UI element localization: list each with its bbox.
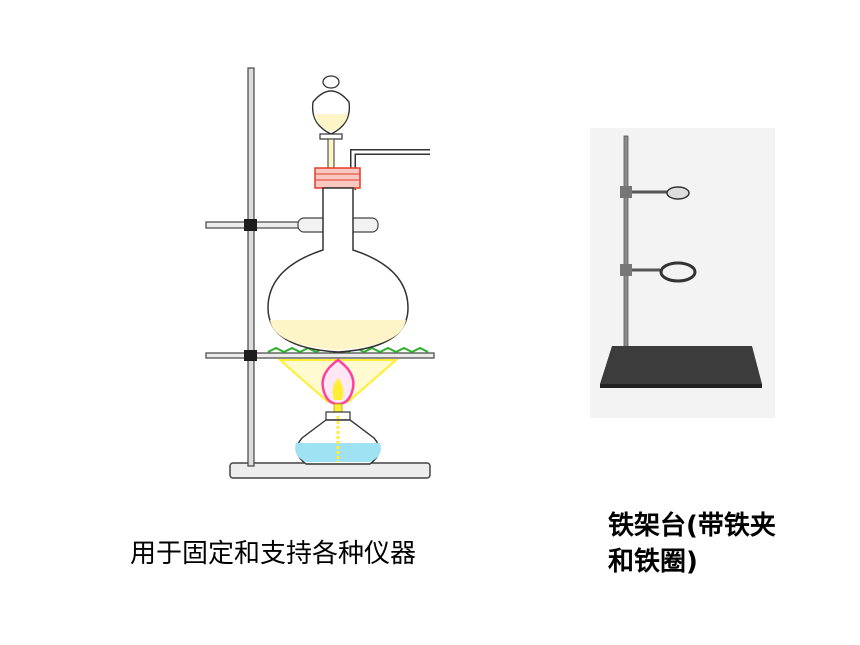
- ring-support: [205, 352, 435, 359]
- stand-rod: [623, 135, 629, 359]
- wire-gauze: [267, 346, 429, 354]
- clamp-boss: [244, 219, 257, 231]
- stand-base: [600, 346, 762, 384]
- clamp-boss: [620, 186, 632, 198]
- funnel-stopper: [322, 75, 340, 89]
- delivery-tube-inner: [351, 150, 430, 190]
- stand-base: [229, 462, 431, 479]
- right-caption-line1: 铁架台(带铁夹: [608, 511, 776, 541]
- funnel-liquid: [314, 114, 348, 132]
- left-caption: 用于固定和支持各种仪器: [130, 539, 417, 569]
- flask-liquid: [270, 320, 406, 350]
- iron-clamp: [666, 186, 690, 200]
- right-caption-line2: 和铁圈): [608, 547, 698, 577]
- rubber-stopper: [314, 167, 361, 189]
- delivery-tube: [350, 149, 430, 190]
- right-caption: 铁架台(带铁夹 和铁圈): [608, 508, 776, 580]
- round-flask: [267, 187, 409, 353]
- ring-boss: [244, 350, 257, 361]
- funnel-tap: [319, 133, 343, 140]
- stand-rod: [247, 67, 255, 467]
- iron-stand-diagram: [590, 128, 775, 418]
- iron-ring: [659, 261, 697, 283]
- heating-apparatus-diagram: [205, 67, 435, 479]
- ring-boss: [620, 264, 632, 276]
